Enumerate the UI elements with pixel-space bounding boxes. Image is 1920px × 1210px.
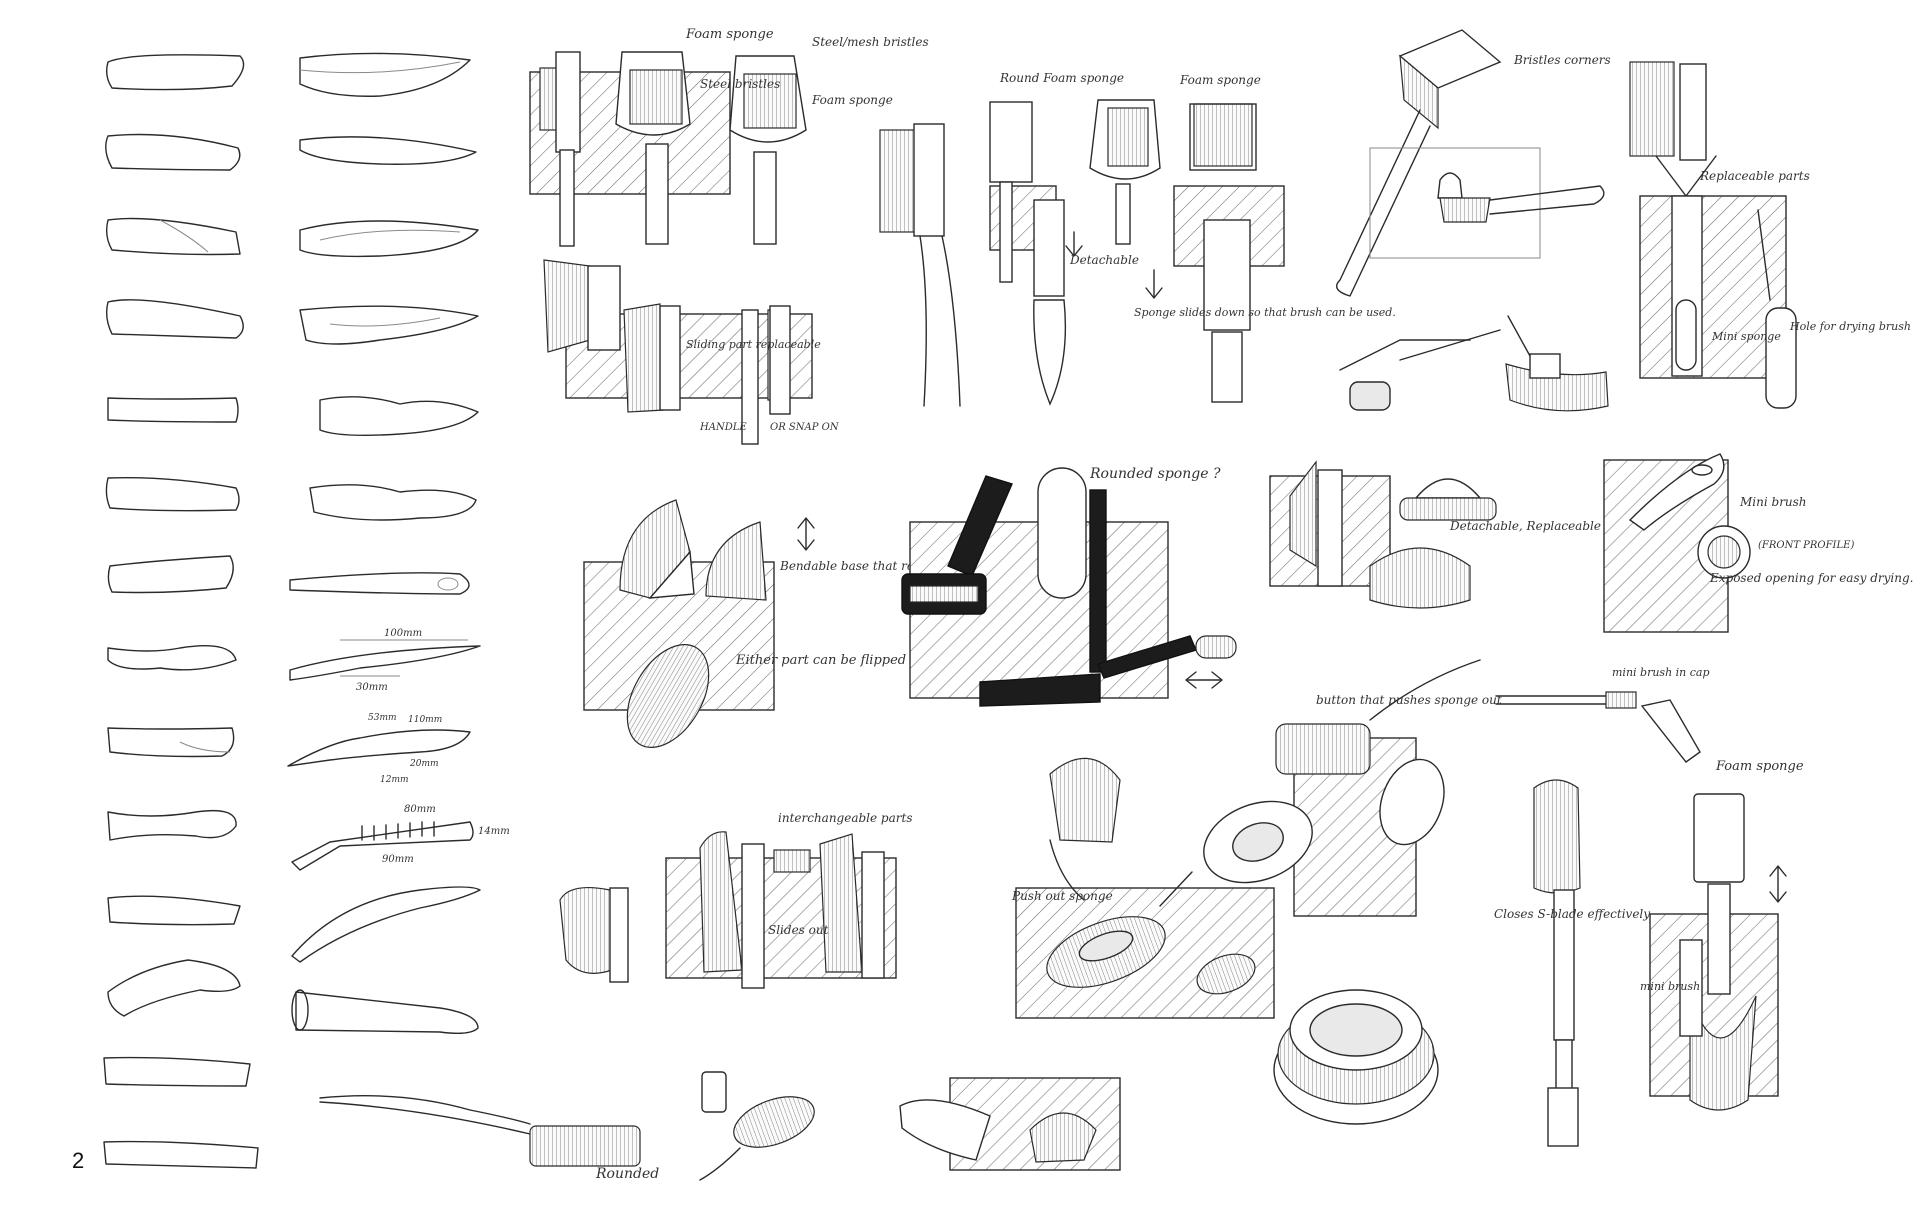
concept-mini-brush: Mini brush (FRONT PROFILE) Exposed openi… (1603, 453, 1913, 633)
annotation-mini-brush-in-cap: mini brush in cap (1612, 666, 1710, 679)
annotation-foam-sponge-b: Foam sponge (811, 93, 893, 107)
concept-mini-brush-in-cap: mini brush in cap (1495, 666, 1710, 763)
concept-small-sponge-pad (699, 1071, 815, 1181)
direction-arrows (797, 231, 1787, 903)
concept-triple-heads: Foam sponge Steel/mesh bristles Steel br… (529, 27, 929, 247)
dimension-110mm: 110mm (408, 715, 442, 725)
dimension-53mm: 53mm (368, 713, 397, 723)
annotation-mini-brush-b: mini brush (1640, 980, 1700, 993)
annotation-sponge-slides-down: Sponge slides down so that brush can be … (1134, 306, 1396, 319)
handle-profiles-column-2: 100mm 30mm 53mm 110mm 20mm 12mm 80mm 90m… (287, 52, 659, 1182)
concept-replaceable-parts: Replaceable parts Mini sponge Hole for d… (1629, 61, 1911, 409)
concept-push-out-button: button that pushes sponge out (1203, 659, 1502, 917)
annotation-closes-s-blade: Closes S-blade effectively (1494, 907, 1650, 921)
annotation-foam-sponge-c: Foam sponge (1179, 73, 1261, 87)
handle-profiles-column-1 (103, 54, 259, 1169)
annotation-slides-out: Slides out (768, 923, 829, 937)
annotation-rounded-sponge: Rounded sponge ? (1089, 466, 1221, 482)
ruler-ticks (361, 821, 435, 841)
annotation-detachable: Detachable (1069, 253, 1139, 267)
annotation-push-out-sponge: Push out sponge (1011, 889, 1113, 903)
annotation-rounded: Rounded (595, 1166, 659, 1182)
concept-scraper-edge (899, 1077, 1121, 1171)
dimension-12mm: 12mm (380, 775, 409, 785)
concept-s-blade-brush: Closes S-blade effectively (1494, 779, 1650, 1147)
dimension-30mm: 30mm (356, 682, 388, 693)
concept-rounded-sponge: Rounded sponge ? (901, 466, 1237, 707)
annotation-hole-for-drying: Hole for drying brush (1789, 320, 1911, 333)
page-number: 2 (72, 1148, 85, 1173)
annotation-replaceable-parts: Replaceable parts (1699, 169, 1810, 183)
annotation-steel-bristles: Steel bristles (700, 77, 780, 91)
annotation-foam-sponge-e: Foam sponge (1715, 759, 1804, 774)
concept-foam-sponge-mini-brush: Foam sponge mini brush (1640, 759, 1804, 1111)
dimension-100mm: 100mm (384, 628, 422, 639)
concept-interchangeable-parts: interchangeable parts Slides out (559, 811, 912, 989)
dimension-14mm: 14mm (478, 826, 510, 837)
annotation-exposed-opening: Exposed opening for easy drying. (1709, 571, 1913, 585)
concept-round-foam-detachable: Round Foam sponge Detachable (879, 71, 1139, 407)
annotation-bristles-corners: Bristles corners (1513, 53, 1611, 67)
annotation-steel-mesh-bristles: Steel/mesh bristles (812, 35, 929, 49)
dimension-80mm: 80mm (404, 804, 436, 815)
concept-large-round-brush (1273, 989, 1439, 1125)
concept-bristle-corners: Bristles corners (1336, 29, 1611, 412)
annotation-mini-sponge: Mini sponge (1711, 330, 1781, 343)
annotation-interchangeable-parts: interchangeable parts (778, 811, 912, 825)
concept-detachable-replaceable: Detachable, Replaceable changeable. (1269, 460, 1678, 609)
concept-sliding-parts: Sliding part replaceable HANDLE OR SNAP … (543, 259, 840, 445)
annotation-mini-brush: Mini brush (1739, 495, 1807, 509)
annotation-front-profile: (FRONT PROFILE) (1758, 540, 1854, 551)
annotation-handle: HANDLE (699, 422, 747, 433)
annotation-round-foam-sponge: Round Foam sponge (999, 71, 1124, 85)
concept-push-out-sponge: Push out sponge (1011, 757, 1275, 1019)
concept-sponge-slides-down: Foam sponge Sponge slides down so that b… (1089, 73, 1396, 403)
annotation-sliding-replaceable: Sliding part replaceable (686, 338, 821, 351)
dimension-90mm: 90mm (382, 854, 414, 865)
dimension-20mm: 20mm (409, 759, 439, 769)
annotation-or-snap-on: OR SNAP ON (770, 422, 840, 433)
annotation-foam-sponge-a: Foam sponge (685, 27, 774, 42)
annotation-button-pushes-sponge: button that pushes sponge out (1316, 693, 1502, 707)
